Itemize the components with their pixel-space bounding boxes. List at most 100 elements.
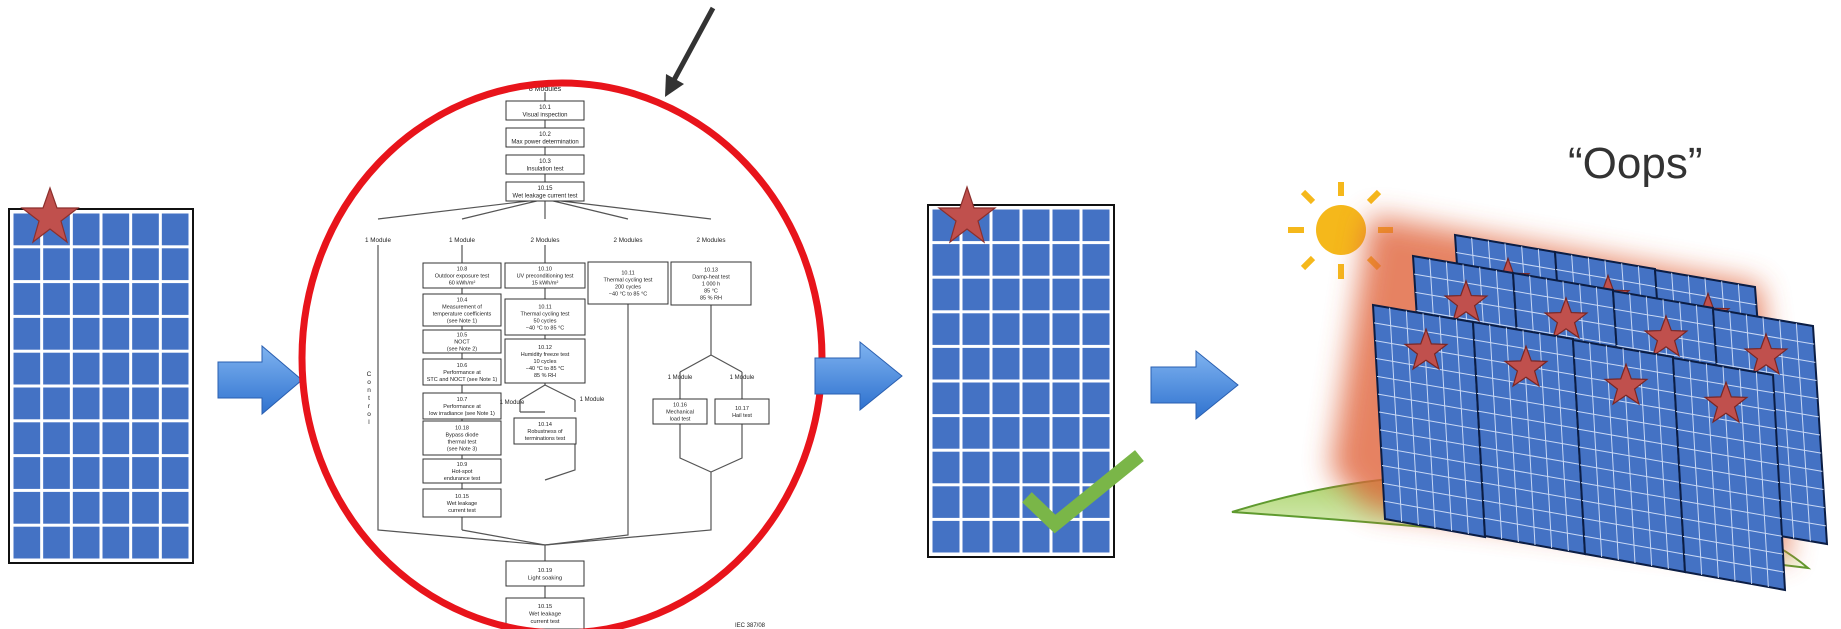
- test-box-label: 10 cycles: [534, 359, 557, 365]
- test-box-label: Bypass diode: [445, 432, 478, 438]
- test-box-label: NOCT: [454, 339, 470, 345]
- solar-cell: [72, 457, 100, 489]
- solar-cell: [102, 491, 130, 524]
- solar-cell: [43, 352, 70, 385]
- solar-cell: [962, 382, 990, 415]
- test-box-label: Visual inspection: [523, 113, 568, 119]
- test-box-label: Hot-spot: [452, 469, 473, 475]
- control-label: r: [368, 403, 371, 410]
- solar-cell: [13, 491, 41, 524]
- test-box-label: 10.1: [539, 105, 551, 111]
- control-label: n: [367, 387, 371, 394]
- solar-cell: [132, 491, 159, 524]
- module-count-label: 1 Module: [500, 400, 525, 406]
- solar-cell: [161, 387, 189, 420]
- solar-cell: [1022, 347, 1050, 380]
- solar-cell: [962, 244, 990, 276]
- solar-cell: [1022, 382, 1050, 415]
- star-icon: [1443, 279, 1489, 323]
- star-icon: [1603, 362, 1649, 406]
- solar-cell: [72, 213, 100, 246]
- solar-cell: [43, 387, 70, 420]
- solar-cell: [161, 457, 189, 489]
- test-box-label: Wet leakage: [447, 501, 477, 507]
- solar-cell: [132, 526, 159, 559]
- solar-cell: [43, 491, 70, 524]
- solar-cell: [1082, 278, 1110, 311]
- test-box-label: 1 000 h: [702, 281, 720, 287]
- checkmark-icon: [1022, 450, 1144, 534]
- solar-cell: [132, 422, 159, 455]
- solar-cell: [72, 317, 100, 350]
- right-arrow-icon: [1150, 349, 1239, 421]
- solar-cell: [1052, 451, 1080, 484]
- solar-cell: [1052, 209, 1080, 242]
- solar-cell: [43, 248, 70, 281]
- module-count-label: 1 Module: [580, 397, 605, 403]
- solar-cell: [932, 382, 960, 415]
- solar-cell: [161, 317, 189, 350]
- solar-cell: [72, 526, 100, 559]
- test-box-label: −40 °C to 85 °C: [526, 366, 565, 372]
- solar-cell: [72, 491, 100, 524]
- solar-cell: [962, 278, 990, 311]
- solar-cell: [132, 457, 159, 489]
- test-box-label: 10.8: [457, 266, 468, 272]
- solar-cell: [72, 352, 100, 385]
- solar-cell: [1052, 278, 1080, 311]
- solar-cell: [161, 526, 189, 559]
- test-box-label: Light soaking: [528, 575, 562, 581]
- solar-cell: [43, 526, 70, 559]
- test-box-label: −40 °C to 85 °C: [526, 326, 565, 332]
- test-box-label: 10.2: [539, 132, 551, 138]
- module-count-label: 2 Modules: [613, 237, 642, 244]
- solar-cell: [72, 422, 100, 455]
- test-box-label: UV preconditioning test: [517, 273, 574, 279]
- solar-cell: [992, 244, 1020, 276]
- solar-cell: [13, 422, 41, 455]
- solar-cell: [13, 248, 41, 281]
- test-box-label: (see Note 3): [447, 447, 477, 453]
- solar-cell: [992, 382, 1020, 415]
- test-box-label: Insulation test: [526, 167, 563, 173]
- solar-cell: [72, 248, 100, 281]
- star-icon: [1643, 314, 1689, 358]
- test-box-label: Hail test: [732, 413, 752, 419]
- module-count-label: 1 Module: [365, 237, 391, 244]
- solar-cell: [932, 347, 960, 380]
- solar-cell: [102, 248, 130, 281]
- solar-cell: [102, 457, 130, 489]
- solar-cell: [992, 417, 1020, 449]
- test-box-label: 10.16: [673, 402, 687, 408]
- solar-panel-initial: [8, 186, 194, 564]
- solar-cell: [992, 209, 1020, 242]
- solar-panel-certified: [927, 185, 1144, 558]
- test-box-label: 10.4: [457, 297, 468, 303]
- footer-code: IEC 387/08: [735, 623, 766, 629]
- test-box-label: Max power determination: [511, 140, 578, 146]
- test-box-label: 10.19: [538, 568, 553, 574]
- solar-cell: [992, 486, 1020, 518]
- solar-cell: [102, 526, 130, 559]
- solar-cell: [132, 213, 159, 246]
- solar-cell: [1052, 313, 1080, 345]
- solar-cell: [132, 352, 159, 385]
- module-count-label: 2 Modules: [530, 237, 559, 244]
- solar-cell: [1022, 244, 1050, 276]
- star-icon: [1403, 327, 1449, 371]
- solar-cell: [43, 457, 70, 489]
- test-box-label: current test: [531, 619, 560, 625]
- solar-cell: [1052, 347, 1080, 380]
- solar-cell: [102, 352, 130, 385]
- test-box-label: Performance at: [443, 404, 481, 410]
- solar-cell: [1082, 347, 1110, 380]
- solar-cell: [13, 283, 41, 315]
